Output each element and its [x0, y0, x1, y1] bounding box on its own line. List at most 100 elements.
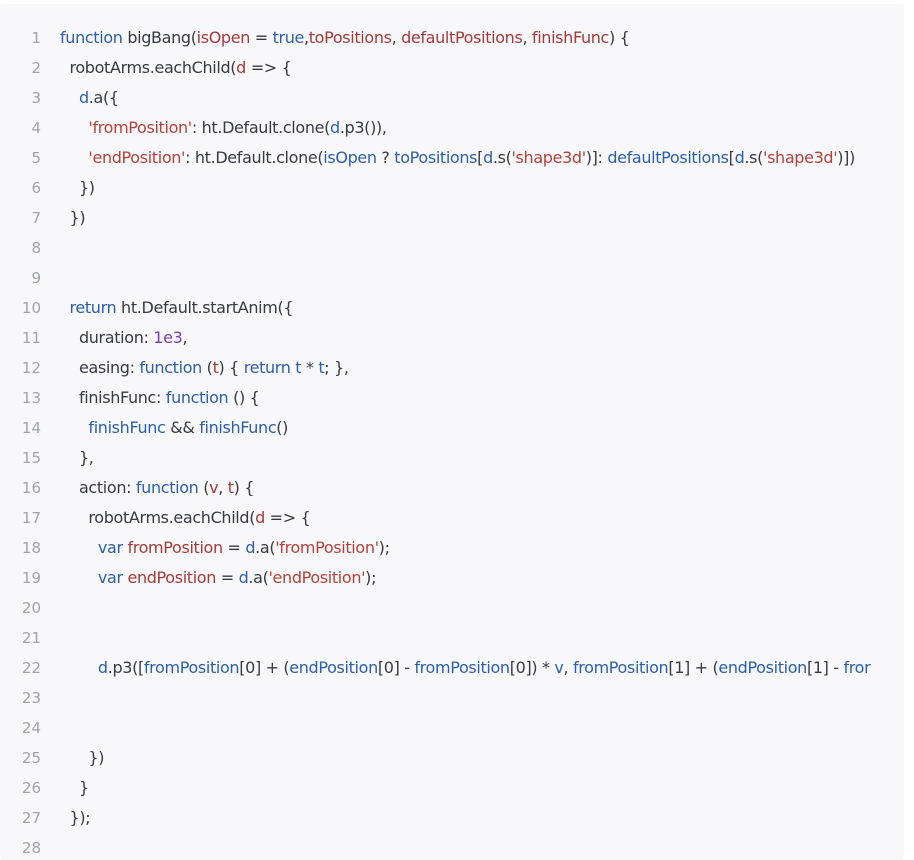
code-line: 24 [0, 713, 904, 743]
code-text: ) { [218, 358, 244, 377]
line-content: action: function (v, t) { [60, 473, 255, 503]
code-line: 26 } [0, 773, 904, 803]
code-identifier: d [483, 148, 493, 167]
code-line: 17 robotArms.eachChild(d => { [0, 503, 904, 533]
code-line: 9 [0, 263, 904, 293]
code-text: && [165, 418, 200, 437]
code-string: 'shape3d' [511, 148, 587, 167]
line-number: 14 [21, 419, 41, 437]
code-number: 1e3 [153, 328, 183, 347]
line-number: 13 [21, 389, 41, 407]
code-text: .s( [744, 148, 764, 167]
line-number: 2 [31, 59, 41, 77]
code-text: [ [728, 148, 735, 167]
indent [60, 658, 98, 677]
code-text: ); [378, 538, 390, 557]
code-line: 25 }) [0, 743, 904, 773]
code-identifier: finishFunc [88, 418, 166, 437]
indent [60, 748, 88, 767]
line-number: 20 [21, 599, 41, 617]
indent [60, 358, 79, 377]
code-identifier: d [78, 88, 89, 107]
code-text: ( [190, 28, 197, 47]
line-number: 9 [31, 269, 41, 287]
code-identifier: endPosition [718, 658, 807, 677]
line-number: 3 [31, 89, 41, 107]
code-line: 7 }) [0, 203, 904, 233]
code-line: 4 'fromPosition': ht.Default.clone(d.p3(… [0, 113, 904, 143]
line-content: robotArms.eachChild(d => { [60, 53, 291, 83]
code-text: * [301, 358, 319, 377]
line-number: 1 [31, 29, 41, 47]
code-line: 8 [0, 233, 904, 263]
code-text: : ht.Default.clone( [185, 148, 324, 167]
line-content: finishFunc && finishFunc() [60, 413, 288, 443]
code-line: 23 [0, 683, 904, 713]
line-content: finishFunc: function () { [60, 383, 260, 413]
code-identifier: fror [843, 658, 871, 677]
line-content: }) [60, 203, 85, 233]
line-content: d.p3([fromPosition[0] + (endPosition[0] … [60, 653, 871, 683]
code-parameter: toPositions [308, 28, 392, 47]
line-number: 10 [21, 299, 41, 317]
code-text: [1] - [806, 658, 844, 677]
code-line: 3 d.a({ [0, 83, 904, 113]
code-identifier: toPositions [394, 148, 478, 167]
code-text: , [182, 328, 188, 347]
code-text: = [250, 28, 273, 47]
line-number: 26 [21, 779, 41, 797]
code-string: 'fromPosition' [88, 118, 192, 137]
code-text: = [216, 568, 239, 587]
code-identifier: d [97, 658, 108, 677]
code-text: finishFunc: [78, 388, 166, 407]
code-text: ); [365, 568, 377, 587]
code-text: () { [228, 388, 260, 407]
code-line: 28 [0, 833, 904, 860]
line-number: 24 [21, 719, 41, 737]
code-text: : ht.Default.clone( [191, 118, 330, 137]
code-text: [1] + ( [668, 658, 719, 677]
code-text: ) { [608, 28, 630, 47]
indent [60, 538, 98, 557]
code-text: [0]) * [509, 658, 555, 677]
code-text: } [78, 778, 89, 797]
line-number: 23 [21, 689, 41, 707]
code-parameter: t [227, 478, 234, 497]
line-content: }) [60, 743, 104, 773]
code-text: ? [376, 148, 395, 167]
code-line: 27 }); [0, 803, 904, 833]
line-number: 16 [21, 479, 41, 497]
indent [60, 508, 88, 527]
code-line: 2 robotArms.eachChild(d => { [0, 53, 904, 83]
line-number: 27 [21, 809, 41, 827]
line-content: var endPosition = d.a('endPosition'); [60, 563, 377, 593]
code-text: , [304, 28, 309, 47]
line-content: easing: function (t) { return t * t; }, [60, 353, 349, 383]
code-text: robotArms.eachChild( [69, 58, 237, 77]
code-keyword: return [243, 358, 291, 377]
code-line: 14 finishFunc && finishFunc() [0, 413, 904, 443]
code-text: }) [69, 208, 86, 227]
line-content: }) [60, 173, 95, 203]
code-text: ( [198, 478, 210, 497]
code-identifier: defaultPositions [607, 148, 729, 167]
code-text: ) { [233, 478, 255, 497]
line-number: 19 [21, 569, 41, 587]
code-text: }, [78, 448, 94, 467]
code-identifier: fromPosition [572, 658, 669, 677]
code-text: ; }, [324, 358, 349, 377]
code-text: )]: [585, 148, 608, 167]
code-keyword: function [139, 358, 202, 377]
line-content: duration: 1e3, [60, 323, 188, 353]
code-parameter: isOpen [196, 28, 251, 47]
indent [60, 568, 98, 587]
line-content: robotArms.eachChild(d => { [60, 503, 310, 533]
code-text: () [276, 418, 289, 437]
code-text: .a({ [88, 88, 119, 107]
code-keyword: function [135, 478, 199, 497]
code-line: 10 return ht.Default.startAnim({ [0, 293, 904, 323]
code-line: 13 finishFunc: function () { [0, 383, 904, 413]
